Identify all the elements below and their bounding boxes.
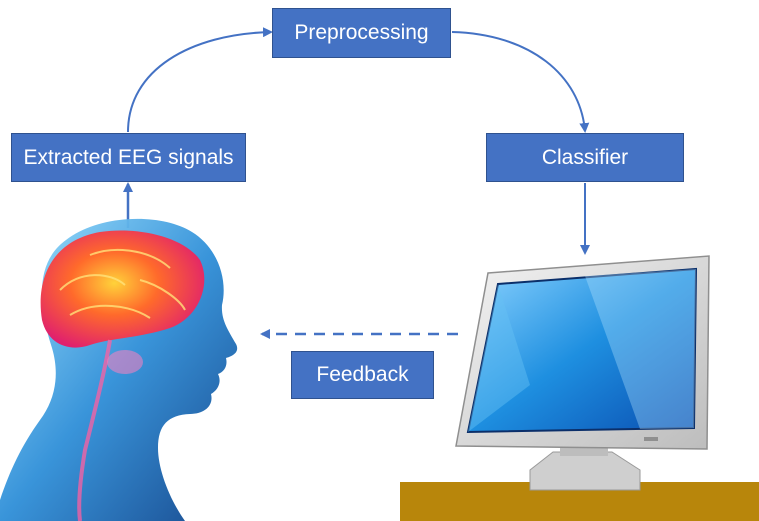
preprocessing-box: Preprocessing	[272, 8, 451, 58]
human-head-illustration	[0, 218, 238, 521]
extracted-eeg-signals-label: Extracted EEG signals	[23, 145, 234, 169]
extracted-eeg-signals-box: Extracted EEG signals	[11, 133, 246, 182]
arrow-extracted-to-preprocessing	[127, 27, 273, 133]
feedback-box: Feedback	[291, 351, 434, 399]
arrow-preprocessing-to-classifier	[451, 31, 590, 133]
classifier-box: Classifier	[486, 133, 684, 182]
computer-monitor-illustration	[455, 255, 710, 491]
classifier-label: Classifier	[541, 145, 629, 169]
feedback-label: Feedback	[316, 363, 409, 386]
preprocessing-label: Preprocessing	[294, 21, 429, 44]
